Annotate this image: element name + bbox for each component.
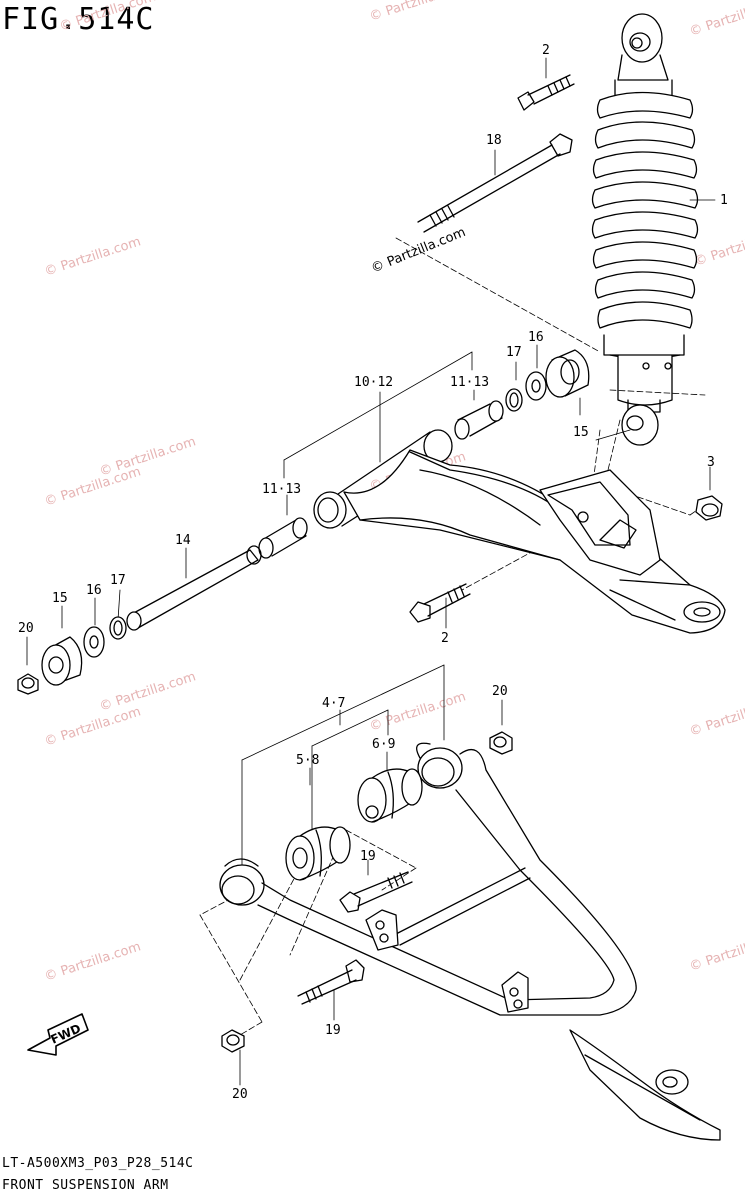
diagram-code: LT-A500XM3_P03_P28_514C bbox=[2, 1156, 194, 1171]
lower-suspension-arm bbox=[220, 743, 720, 1140]
long-bolt bbox=[418, 134, 572, 232]
callout-5-8: 5·8 bbox=[296, 753, 320, 768]
callout-20-right: 20 bbox=[492, 684, 508, 699]
cap-right bbox=[546, 350, 589, 397]
washer-right bbox=[526, 372, 546, 400]
callout-2-mid: 2 bbox=[441, 631, 449, 646]
callout-20-bottom: 20 bbox=[232, 1087, 248, 1102]
callout-16-right: 16 bbox=[528, 330, 544, 345]
bolt-lower-1 bbox=[340, 872, 412, 912]
callout-3: 3 bbox=[707, 455, 715, 470]
rubber-bushing-left bbox=[286, 827, 350, 880]
callout-19-upper: 19 bbox=[360, 849, 376, 864]
cap-left bbox=[42, 637, 82, 685]
callout-10-12: 10·12 bbox=[354, 375, 394, 390]
callout-17-right: 17 bbox=[506, 345, 522, 360]
callout-17-left: 17 bbox=[110, 573, 126, 588]
fwd-arrow-icon bbox=[28, 1014, 88, 1055]
diagram-caption: FRONT SUSPENSION ARM bbox=[2, 1178, 169, 1193]
bushing-upper-left bbox=[259, 518, 307, 558]
bolt-top bbox=[518, 75, 574, 110]
washer-left bbox=[84, 627, 104, 657]
upper-suspension-arm bbox=[314, 430, 725, 633]
callout-11-13-left: 11·13 bbox=[262, 482, 302, 497]
callout-20-left: 20 bbox=[18, 621, 34, 636]
callout-15-right: 15 bbox=[573, 425, 589, 440]
callout-18: 18 bbox=[486, 133, 502, 148]
callout-4-7: 4·7 bbox=[322, 696, 346, 711]
callout-2-top: 2 bbox=[542, 43, 550, 58]
callout-15-left: 15 bbox=[52, 591, 68, 606]
seal-ring-right bbox=[506, 389, 522, 411]
callout-11-13-right: 11·13 bbox=[450, 375, 490, 390]
nut-lower-right bbox=[490, 732, 512, 754]
bolt-lower-2 bbox=[298, 960, 364, 1004]
callout-16-left: 16 bbox=[86, 583, 102, 598]
shock-absorber bbox=[593, 14, 698, 445]
callout-1: 1 bbox=[720, 193, 728, 208]
nut-left bbox=[18, 674, 38, 694]
nut-right bbox=[696, 496, 722, 520]
pivot-shaft bbox=[127, 546, 261, 630]
callout-14: 14 bbox=[175, 533, 191, 548]
bolt-mid bbox=[410, 584, 470, 622]
nut-lower-left bbox=[222, 1030, 244, 1052]
figure-title: FIG.514C bbox=[2, 2, 155, 37]
seal-ring-left bbox=[110, 617, 126, 639]
callout-19-lower: 19 bbox=[325, 1023, 341, 1038]
callout-6-9: 6·9 bbox=[372, 737, 396, 752]
bushing-upper-right bbox=[455, 401, 503, 439]
rubber-bushing-right bbox=[358, 769, 422, 822]
